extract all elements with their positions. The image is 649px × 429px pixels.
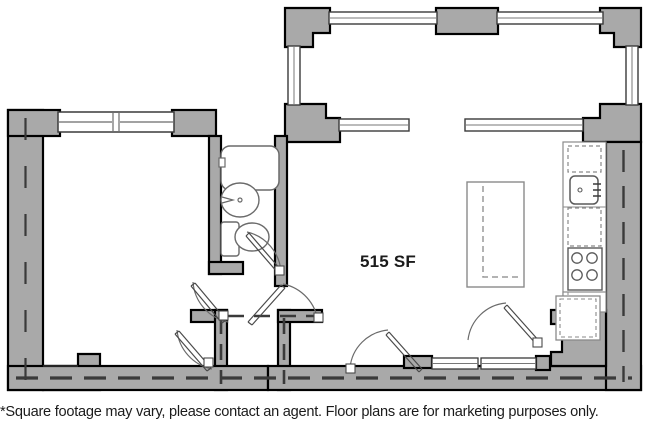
kitchen-fixtures-group — [466, 141, 607, 341]
wall-exterior-west — [6, 108, 45, 392]
wall-pier-bedroom-ne — [170, 108, 218, 138]
window-living-east — [464, 118, 584, 132]
wall-centerlines-group — [16, 118, 632, 384]
stove-range — [567, 247, 603, 291]
coat-closet-door — [467, 302, 543, 348]
wall-pier-south-right — [534, 354, 552, 372]
entry-door — [247, 283, 324, 326]
disclaimer-text: *Square footage may vary, please contact… — [0, 404, 599, 420]
wall-pier-south-center — [402, 354, 434, 370]
window-south-left — [431, 357, 479, 370]
kitchen-island — [466, 181, 525, 288]
wall-pier-bay-se — [581, 102, 643, 144]
wall-pier-bay-ne — [598, 6, 643, 49]
wall-bathroom-west — [207, 134, 223, 276]
base-cabinet-upper — [567, 207, 602, 247]
walls-group — [6, 6, 643, 392]
wall-pier-bay-nw — [283, 6, 332, 49]
bathroom-fixtures-group — [218, 145, 280, 257]
window-bay-west — [287, 45, 301, 106]
window-bay-east — [625, 45, 639, 106]
closet-door — [174, 329, 214, 372]
wall-pier-bay-sw — [283, 102, 342, 144]
doors-group — [174, 231, 543, 374]
window-bay-north-right — [496, 11, 604, 25]
wall-pier-bedroom-nw — [6, 108, 62, 138]
unit-entry-door — [345, 329, 423, 374]
windows-group — [57, 11, 639, 370]
bathroom-sink — [220, 182, 260, 218]
wall-bathroom-south — [207, 260, 245, 276]
wall-pier-bay-north-center — [434, 6, 500, 36]
upper-cabinet — [567, 145, 602, 173]
refrigerator — [555, 295, 601, 341]
window-living-west — [338, 118, 410, 132]
bathroom-door — [245, 231, 285, 276]
bedroom-door — [190, 281, 229, 324]
window-bedroom-north — [57, 111, 175, 133]
bathtub — [218, 145, 280, 191]
square-footage-label: 515 SF — [360, 252, 417, 271]
window-bay-north-left — [328, 11, 438, 25]
kitchen-sink — [569, 175, 601, 205]
window-south-right — [480, 357, 537, 370]
